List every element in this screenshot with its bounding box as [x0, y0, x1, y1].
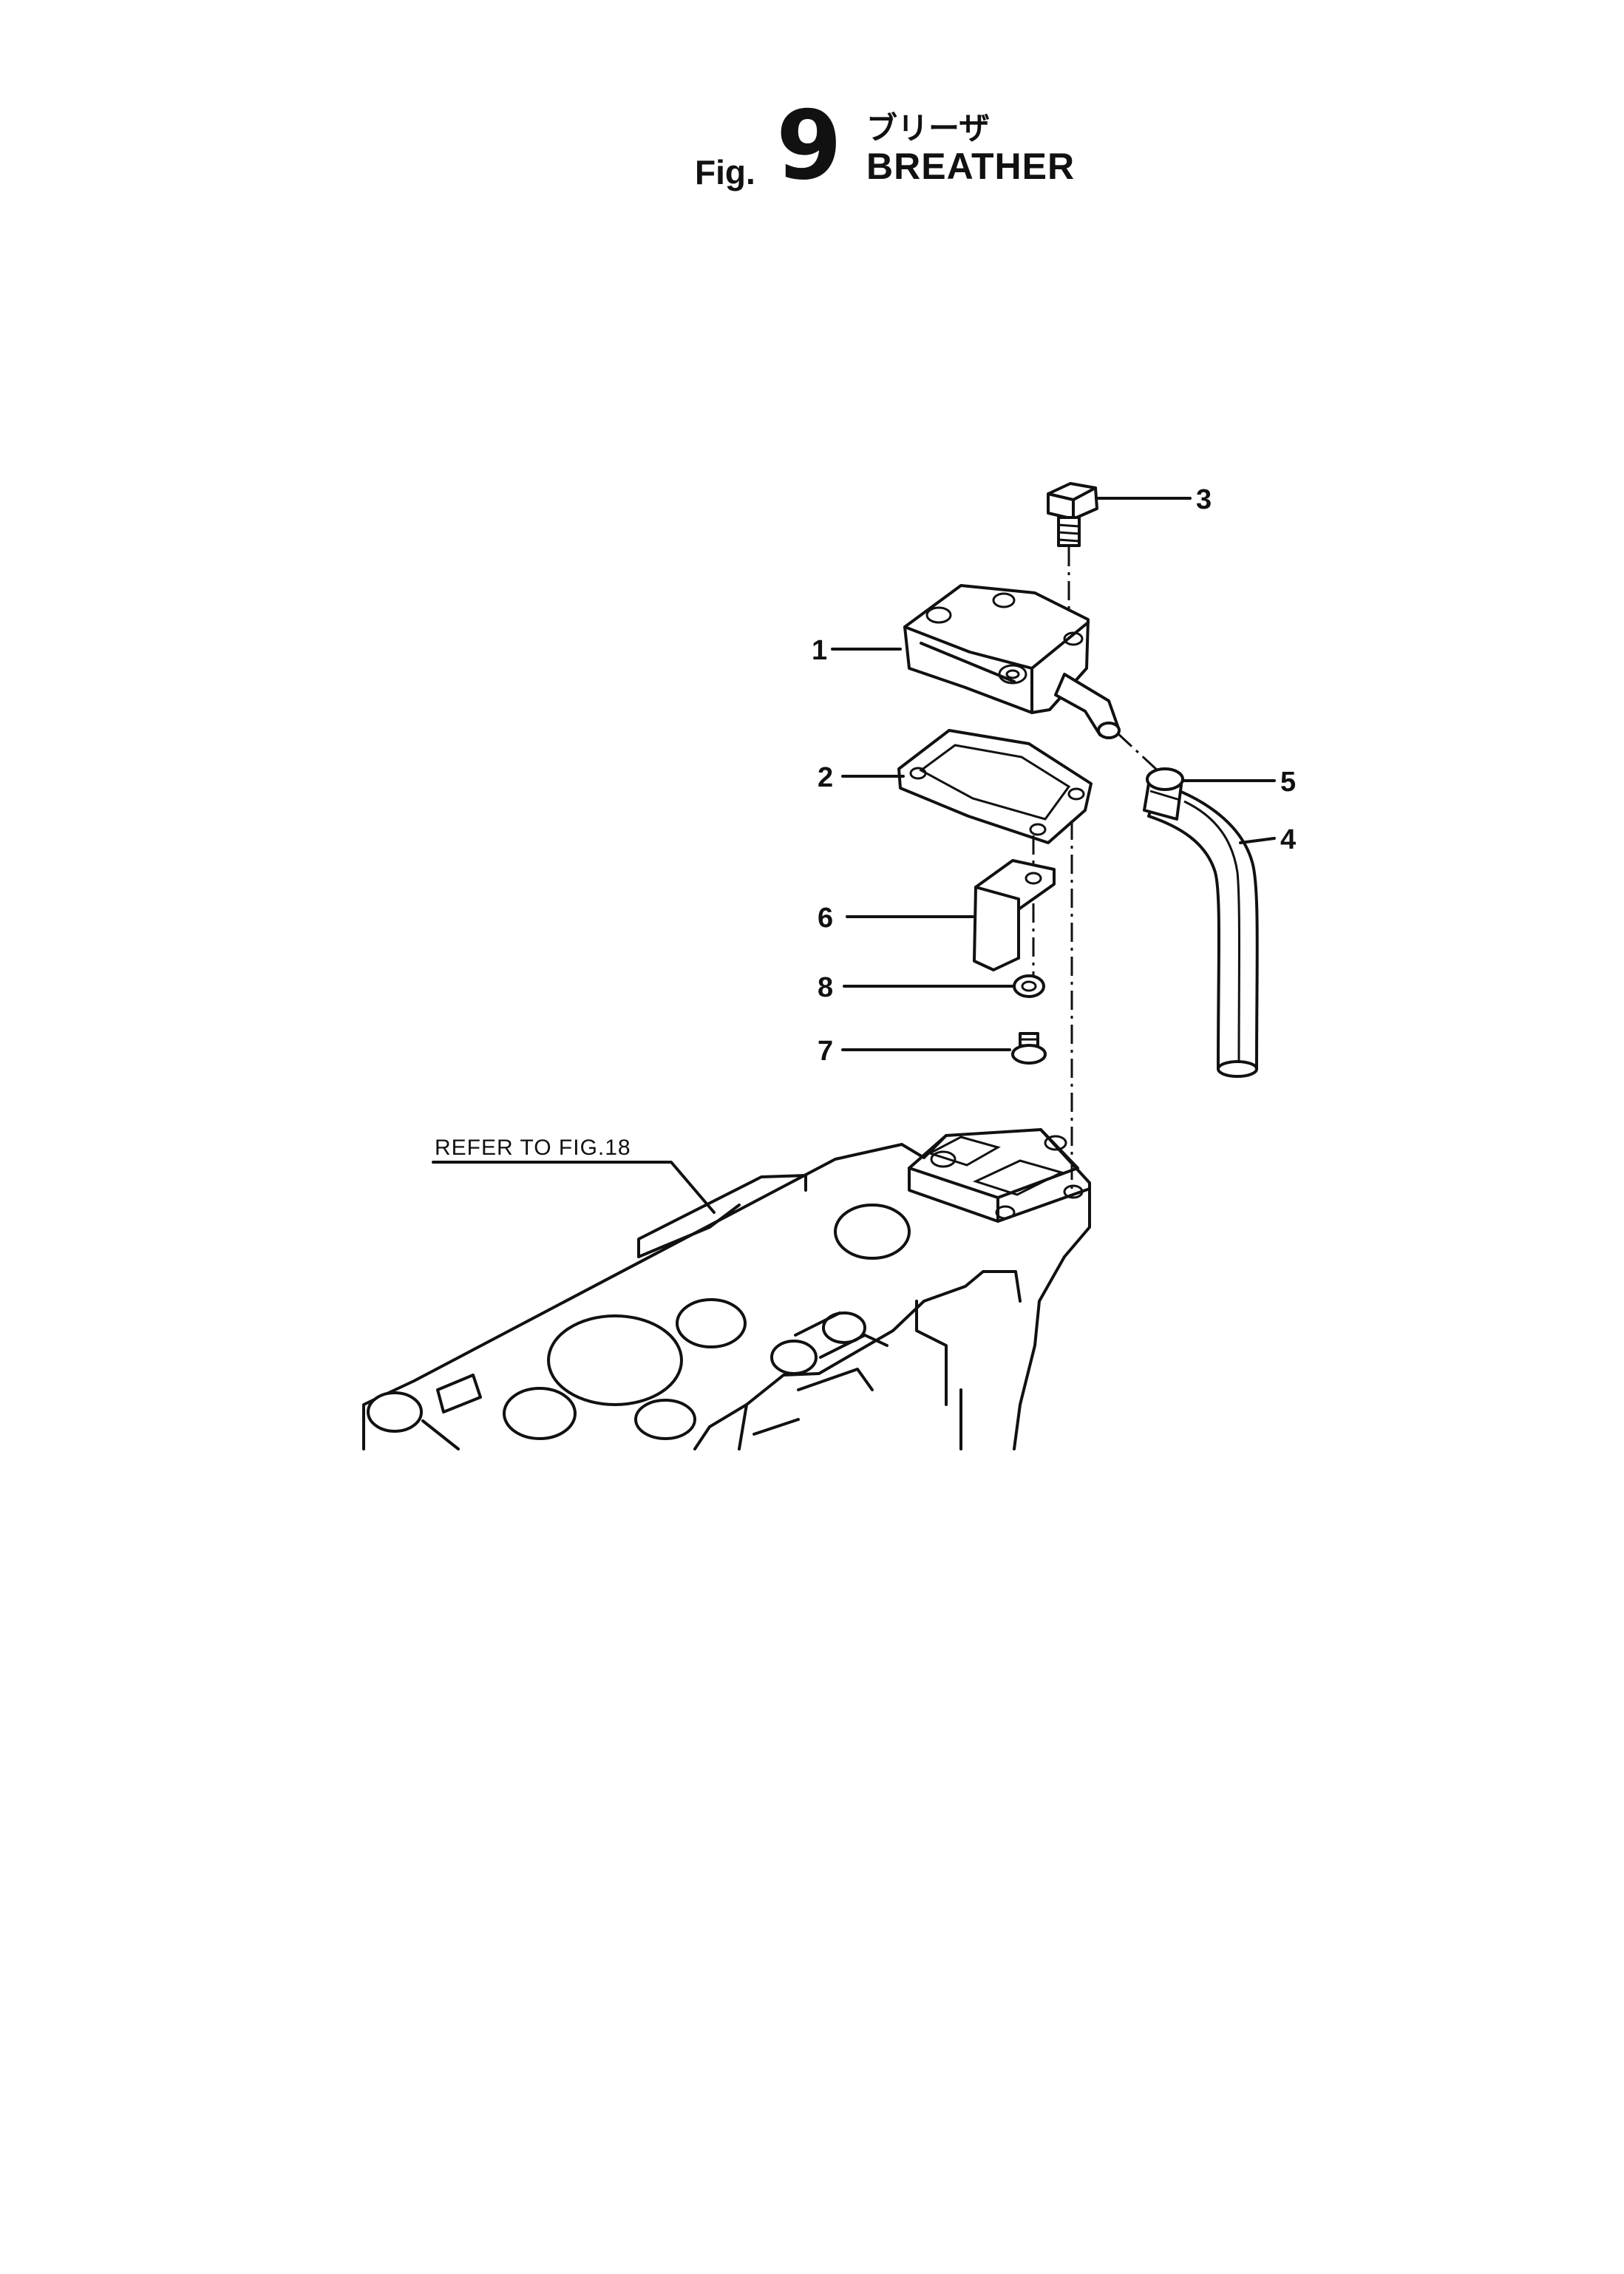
part-1-breather-cover — [903, 584, 1121, 739]
part-2-gasket — [897, 729, 1093, 844]
part-3-bolt — [1047, 482, 1098, 547]
part-8-nut — [1013, 974, 1045, 998]
part-7-screw — [1011, 1032, 1047, 1065]
leader-lines — [432, 497, 1276, 1214]
callout-5: 5 — [1280, 767, 1296, 798]
part-4-hose — [1147, 782, 1259, 1078]
callout-8: 8 — [818, 972, 833, 1003]
callout-3: 3 — [1196, 484, 1212, 515]
callout-7: 7 — [818, 1036, 833, 1067]
callout-6: 6 — [818, 903, 833, 934]
figure-header: Fig. 9 ブリーザ BREATHER — [695, 99, 1138, 194]
part-6-bracket — [973, 859, 1056, 971]
reference-note: REFER TO FIG.18 — [435, 1136, 631, 1160]
callout-1: 1 — [812, 635, 827, 666]
figure-title-english: BREATHER — [866, 146, 1076, 187]
hose-axis-line — [1116, 732, 1161, 773]
part-5-hose-clamp — [1143, 767, 1184, 821]
figure-title-japanese: ブリーザ — [866, 110, 991, 146]
figure-prefix: Fig. — [695, 153, 755, 191]
callout-2: 2 — [818, 762, 833, 793]
callout-4: 4 — [1280, 824, 1296, 855]
cylinder-head-cover — [362, 1128, 1091, 1450]
figure-number: 9 — [776, 91, 843, 201]
